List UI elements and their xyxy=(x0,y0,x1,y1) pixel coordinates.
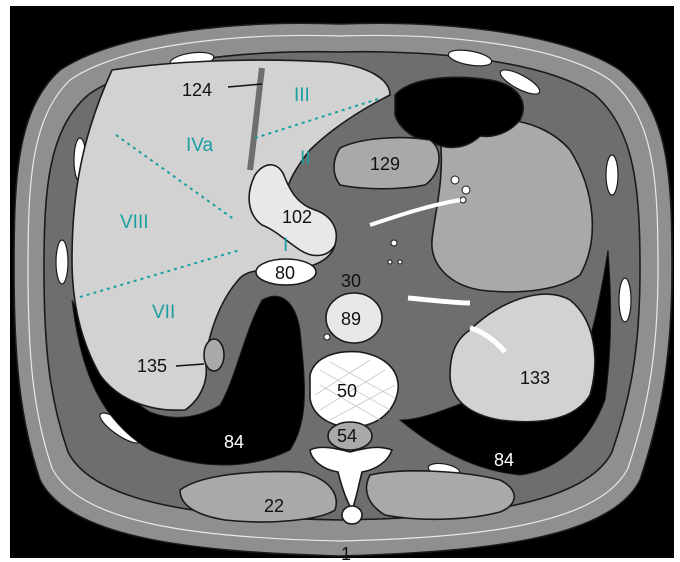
back-muscle-right xyxy=(366,471,514,519)
segment-label-iii: III xyxy=(294,85,310,106)
back-muscle-22 xyxy=(180,472,336,522)
label-84-left: 84 xyxy=(224,432,244,452)
label-135: 135 xyxy=(137,356,167,376)
label-80: 80 xyxy=(275,263,295,283)
label-102: 102 xyxy=(282,207,312,227)
label-84-right: 84 xyxy=(494,450,514,470)
label-30: 30 xyxy=(341,271,361,291)
label-1: 1 xyxy=(341,544,351,562)
label-124: 124 xyxy=(182,80,212,100)
segment-label-iva: IVa xyxy=(186,135,214,156)
spinous-process xyxy=(342,506,362,524)
label-50: 50 xyxy=(337,381,357,401)
segment-label-vii: VII xyxy=(152,302,175,323)
label-22: 22 xyxy=(264,496,284,516)
label-133: 133 xyxy=(520,368,550,388)
structure-135 xyxy=(204,339,224,371)
segment-label-i: I xyxy=(283,235,288,256)
segment-label-viii: VIII xyxy=(120,212,149,233)
label-54: 54 xyxy=(337,426,357,446)
label-89: 89 xyxy=(341,309,361,329)
segment-label-ii: II xyxy=(300,148,311,169)
label-129: 129 xyxy=(370,154,400,174)
